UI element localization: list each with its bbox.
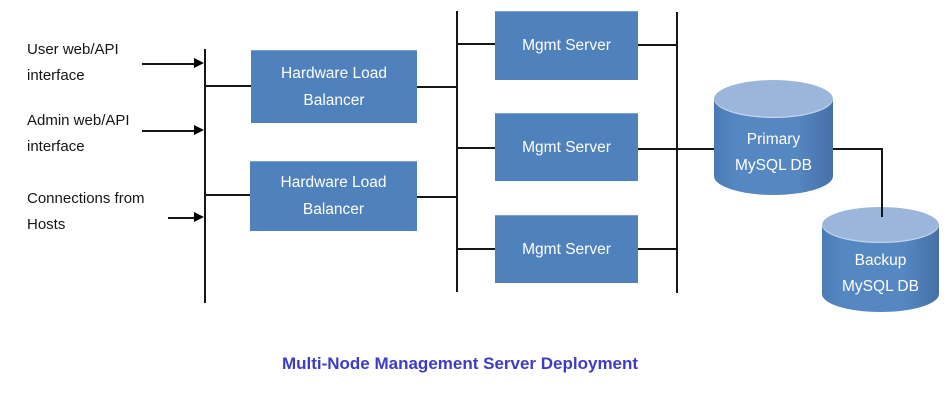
- connector-mgmt2-to-primary-db: [638, 148, 714, 150]
- bus-line-inputs: [204, 49, 206, 303]
- connector-mgmt1-left: [456, 43, 495, 45]
- connector-mgmt3-right: [638, 248, 677, 250]
- node-label: Primary MySQL DB: [735, 130, 812, 174]
- bus-line-mgmt-left: [456, 11, 458, 292]
- node-label: Hardware Load Balancer: [281, 64, 387, 109]
- diagram-title: Multi-Node Management Server Deployment: [281, 354, 639, 373]
- node-mgmt-server-3: Mgmt Server: [495, 215, 638, 283]
- connector-mgmt2-left: [456, 147, 495, 149]
- connector-lb2-right: [417, 196, 457, 198]
- node-label: Mgmt Server: [522, 37, 611, 54]
- connector-mgmt3-left: [456, 248, 495, 250]
- connector-primary-to-backup-horizontal: [833, 148, 882, 150]
- node-label: Hardware Load Balancer: [280, 174, 387, 218]
- input-label-admin-web-api: Admin web/API interface: [27, 112, 130, 155]
- input-label-user-web-api: User web/API interface: [27, 41, 119, 84]
- node-mgmt-server-1: Mgmt Server: [495, 11, 638, 80]
- cylinder-top: [822, 207, 939, 243]
- node-label: Mgmt Server: [522, 240, 611, 258]
- connector-mgmt1-right: [638, 44, 677, 46]
- node-hardware-load-balancer-2: Hardware Load Balancer: [250, 161, 417, 231]
- connector-lb1-right: [417, 86, 457, 88]
- connector-primary-to-backup-vertical: [881, 148, 883, 217]
- bus-line-mgmt-right: [676, 12, 678, 293]
- cylinder-top: [714, 80, 833, 118]
- node-hardware-load-balancer-1: Hardware Load Balancer: [251, 50, 417, 123]
- node-mgmt-server-2: Mgmt Server: [495, 113, 638, 181]
- input-label-connections-hosts: Connections from Hosts: [27, 190, 145, 233]
- node-label: Backup MySQL DB: [842, 251, 919, 295]
- connector-lb2-left: [204, 194, 250, 196]
- connector-lb1-left: [204, 85, 251, 87]
- node-primary-mysql-db: Primary MySQL DB: [714, 80, 833, 195]
- node-backup-mysql-db: Backup MySQL DB: [822, 207, 939, 312]
- node-label: Mgmt Server: [522, 138, 611, 156]
